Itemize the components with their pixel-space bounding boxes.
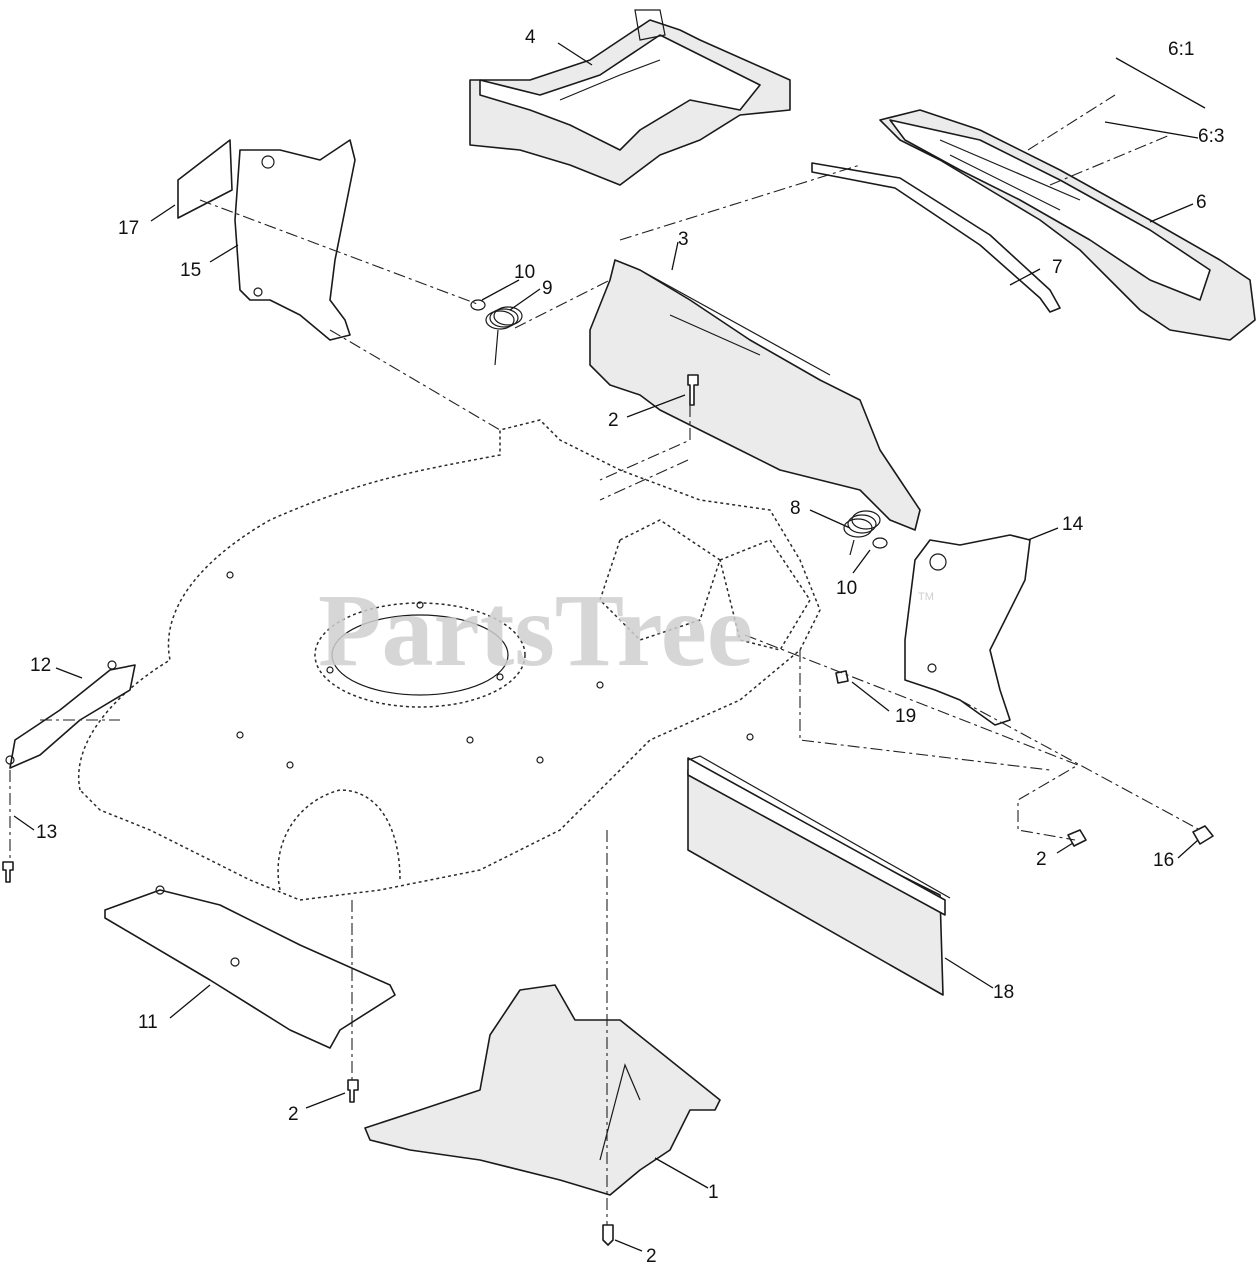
callout-12: 12 bbox=[30, 655, 51, 676]
callout-2-right: 2 bbox=[1036, 849, 1047, 870]
screw-2-lower-left bbox=[347, 1079, 359, 1103]
part-8-spring bbox=[843, 510, 881, 556]
part-14-right-bracket bbox=[904, 534, 1031, 726]
callout-8: 8 bbox=[790, 498, 801, 519]
callout-19: 19 bbox=[895, 706, 916, 727]
callout-7: 7 bbox=[1052, 257, 1063, 278]
part-10-washer-right bbox=[872, 537, 888, 549]
callout-2-bottom: 2 bbox=[646, 1246, 657, 1267]
part-11-bottom-plate bbox=[104, 885, 396, 1049]
callout-4: 4 bbox=[525, 27, 536, 48]
callout-2-lower-left: 2 bbox=[288, 1104, 299, 1125]
callout-6-1: 6:1 bbox=[1168, 39, 1194, 60]
callout-9: 9 bbox=[542, 278, 553, 299]
part-18-flap bbox=[687, 755, 951, 996]
callout-17: 17 bbox=[118, 218, 139, 239]
screw-19 bbox=[835, 670, 849, 684]
callout-15: 15 bbox=[180, 260, 201, 281]
part-7-rod bbox=[811, 162, 1061, 313]
leader-lines bbox=[13, 42, 1206, 1252]
part-6-rear-door bbox=[879, 109, 1256, 341]
callout-13: 13 bbox=[36, 822, 57, 843]
callout-14: 14 bbox=[1062, 514, 1084, 535]
screw-2-bottom bbox=[602, 1224, 614, 1246]
screw-2-right bbox=[1067, 829, 1087, 847]
callouts: 4 6:1 6:3 6 3 7 17 15 10 9 2 8 10 14 19 … bbox=[30, 27, 1224, 1267]
part-1-bottom-chute bbox=[364, 984, 721, 1196]
callout-11: 11 bbox=[138, 1012, 158, 1033]
assembly-lines bbox=[9, 94, 1201, 1225]
callout-1: 1 bbox=[708, 1182, 719, 1203]
callout-16: 16 bbox=[1153, 850, 1174, 871]
part-12-side-plate bbox=[5, 660, 136, 769]
part-4-top-chute bbox=[469, 9, 791, 186]
callout-6: 6 bbox=[1196, 192, 1207, 213]
watermark: PartsTree TM bbox=[318, 573, 934, 688]
part-10-washer-left bbox=[470, 299, 486, 311]
callout-10-upper: 10 bbox=[514, 262, 535, 283]
watermark-text: PartsTree bbox=[318, 573, 753, 688]
callout-18: 18 bbox=[993, 982, 1014, 1003]
callout-6-3: 6:3 bbox=[1198, 126, 1224, 147]
screw-2-upper bbox=[687, 374, 699, 406]
part-3-chute-cover bbox=[589, 259, 921, 531]
screw-13 bbox=[2, 861, 14, 883]
part-15-left-bracket bbox=[234, 139, 356, 341]
callout-10-lower: 10 bbox=[836, 578, 857, 599]
callout-2-upper: 2 bbox=[608, 410, 619, 431]
part-9-spring bbox=[485, 306, 523, 366]
part-17-plate bbox=[177, 139, 233, 219]
mower-deck bbox=[78, 419, 821, 901]
callout-3: 3 bbox=[678, 229, 689, 250]
watermark-trademark: TM bbox=[918, 591, 934, 603]
